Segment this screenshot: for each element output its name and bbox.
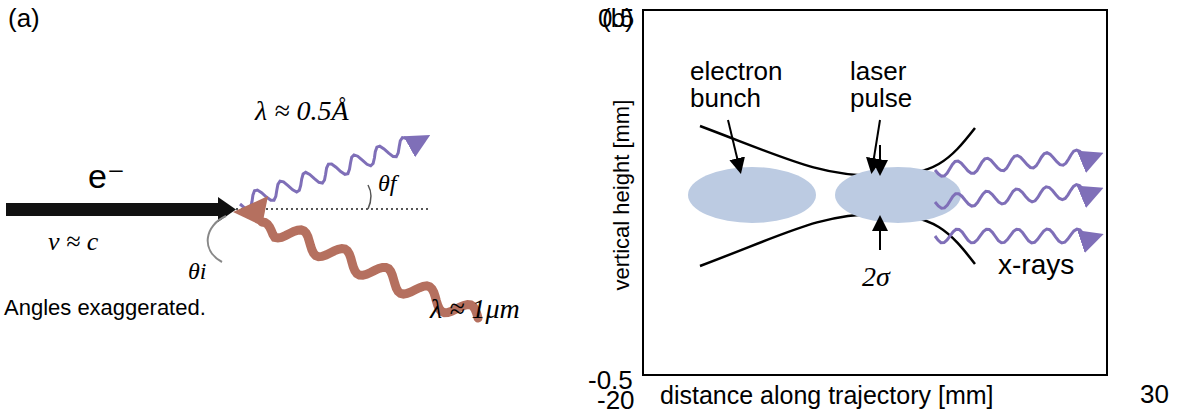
xray-wave xyxy=(935,150,1098,176)
axis-tick: -20 xyxy=(597,386,635,415)
note: Angles exaggerated. xyxy=(4,296,206,320)
dimension-label: 2σ xyxy=(862,262,890,293)
wavelength-label: λ ≈ 1μm xyxy=(430,294,520,325)
leader-line xyxy=(728,120,740,170)
xray-wave xyxy=(935,185,1098,209)
laser-arrowhead xyxy=(233,196,268,226)
panel-letter: (a) xyxy=(8,4,40,33)
axis-tick: 30 xyxy=(1140,380,1169,409)
velocity-label: v ≈ c xyxy=(48,228,98,257)
axis-tick: 0.5 xyxy=(598,4,634,33)
xray-wave xyxy=(935,229,1098,243)
part-label: electron bunch xyxy=(690,58,810,113)
wavelength-label: λ ≈ 0.5Å xyxy=(255,96,349,127)
angle-arc-i xyxy=(208,216,226,262)
electron-bunch xyxy=(688,167,816,223)
angle-label: θf xyxy=(378,170,396,196)
electron-beam xyxy=(6,203,220,216)
sigma-arrow xyxy=(879,145,881,172)
axis-title: vertical height [mm] xyxy=(610,100,634,291)
particle-label: e⁻ xyxy=(88,158,125,195)
axis-title: distance along trajectory [mm] xyxy=(660,382,993,410)
plot-frame xyxy=(643,10,1107,375)
part-label: x-rays xyxy=(998,250,1074,281)
sigma-arrow xyxy=(879,219,881,250)
xray-photon-wave xyxy=(240,138,425,210)
angle-label: θi xyxy=(188,258,206,284)
angle-arc-f xyxy=(368,185,371,209)
leader-line xyxy=(872,120,880,170)
part-label: laser pulse xyxy=(850,58,940,113)
